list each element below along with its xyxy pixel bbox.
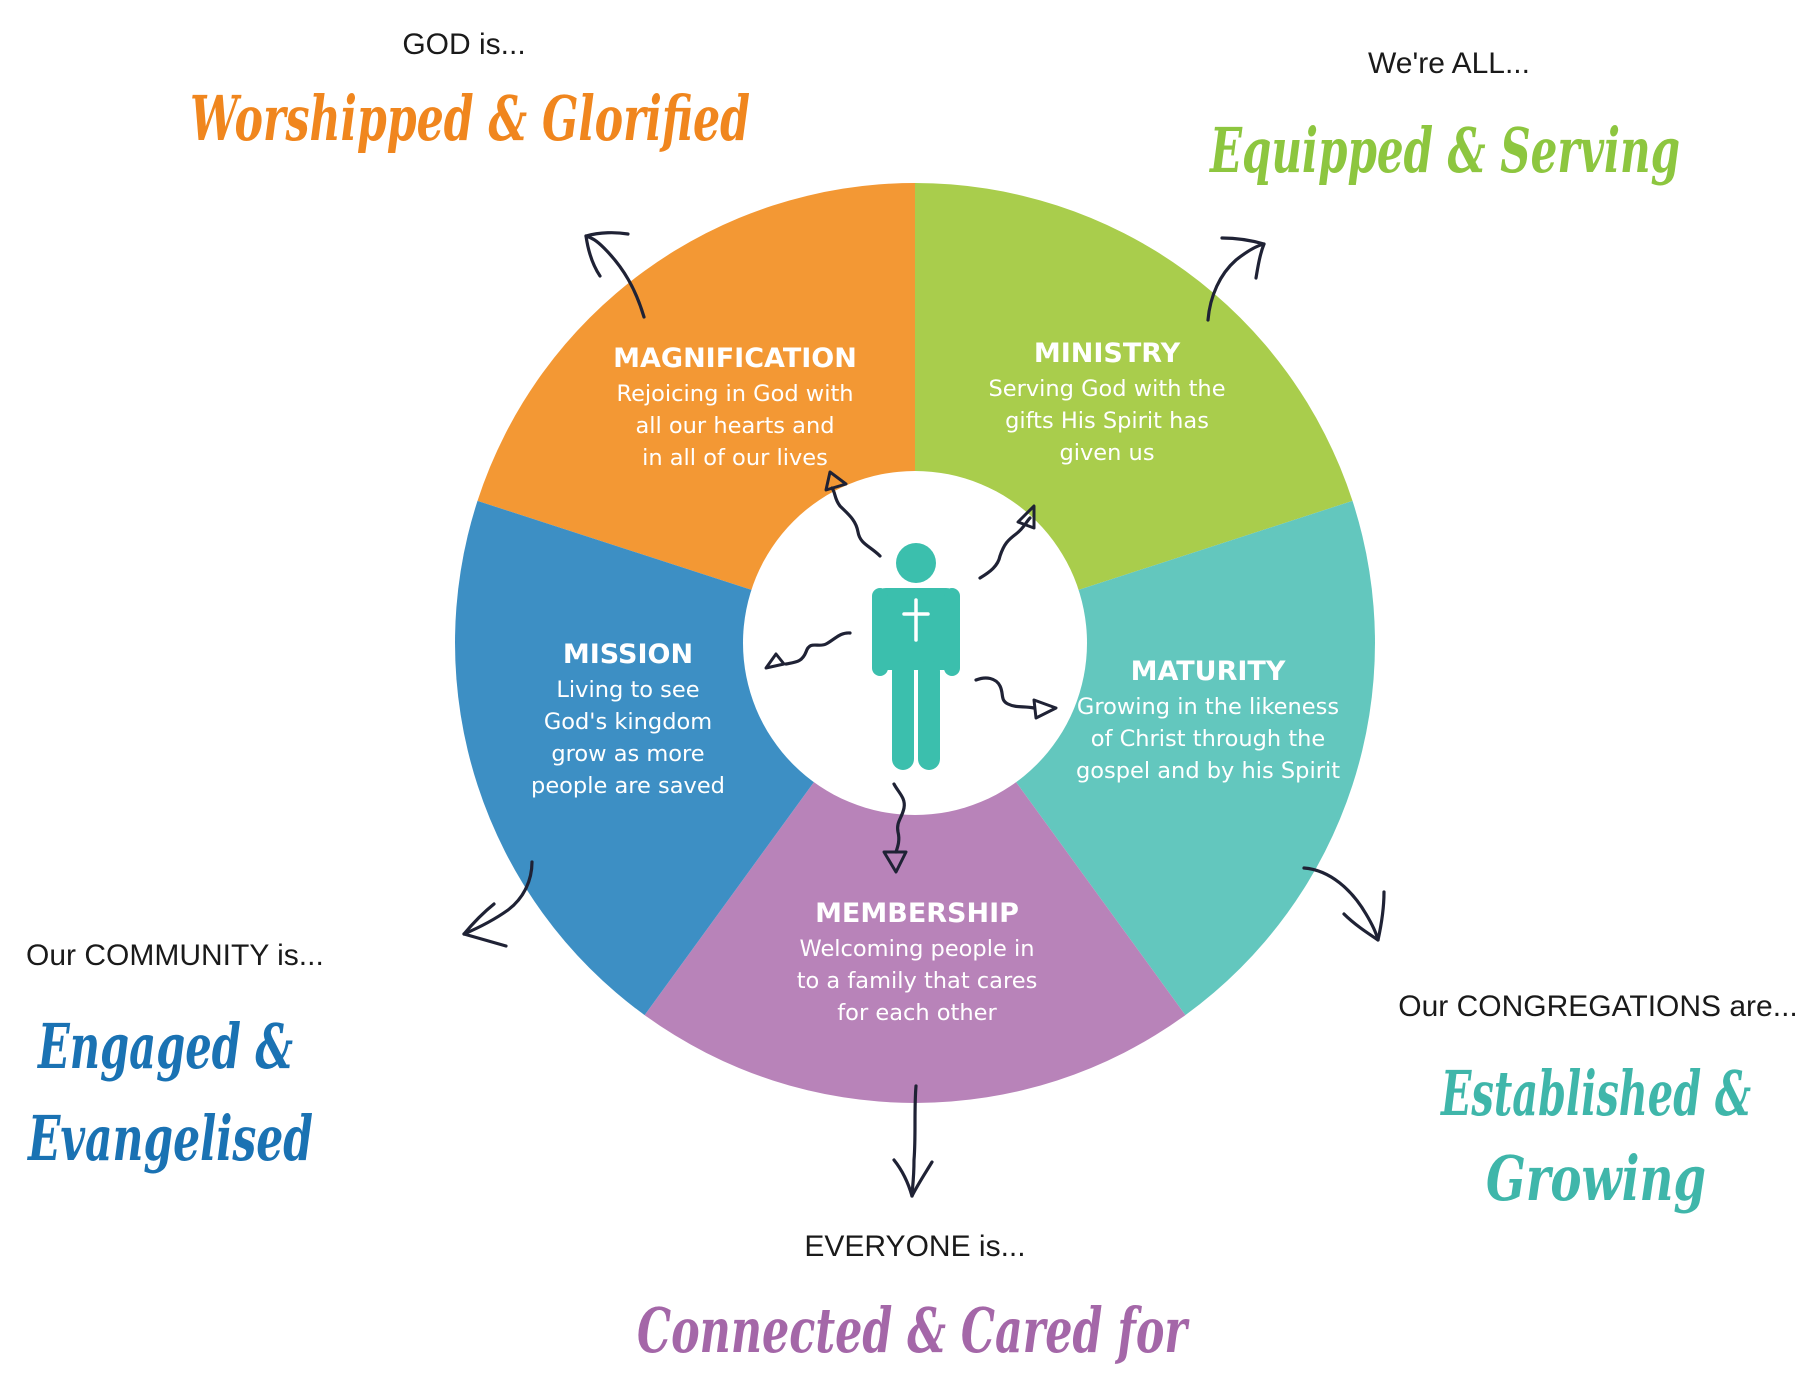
segment-line: gospel and by his Spirit <box>1076 758 1340 784</box>
inner-arrow-up-right <box>978 504 1036 580</box>
segment-line: given us <box>1059 440 1154 466</box>
outcome-phrase-community-1: Engaged & <box>37 1010 293 1083</box>
outcome-lead-congregations: Our CONGREGATIONS are... <box>1398 990 1798 1023</box>
segment-maturity-text: MATURITY Growing in the likeness of Chri… <box>1076 656 1340 784</box>
segment-line: people are saved <box>531 773 725 799</box>
segment-line: gifts His Spirit has <box>1005 408 1209 434</box>
segment-line: to a family that cares <box>797 968 1038 994</box>
outer-arrow-bottom <box>892 1084 934 1198</box>
segment-line: grow as more <box>551 741 704 767</box>
inner-arrow-down <box>882 782 908 874</box>
inner-arrow-right <box>974 676 1058 720</box>
segment-title-ministry: MINISTRY <box>1034 338 1181 369</box>
outcome-lead-community: Our COMMUNITY is... <box>26 939 324 972</box>
inner-arrow-left <box>764 631 852 670</box>
segment-ministry-text: MINISTRY Serving God with the gifts His … <box>988 338 1225 466</box>
segment-title-magnification: MAGNIFICATION <box>613 343 857 374</box>
segment-line: Living to see <box>556 677 699 703</box>
outcome-phrase-congregations-1: Established & <box>1440 1057 1751 1130</box>
segment-title-membership: MEMBERSHIP <box>815 898 1019 929</box>
outcome-congregations: Our CONGREGATIONS are... Established & G… <box>1398 990 1798 1215</box>
outcome-phrase-community-2: Evangelised <box>27 1102 313 1175</box>
outcome-lead-all: We're ALL... <box>1368 47 1530 80</box>
outcome-phrase-everyone: Connected & Cared for <box>637 1294 1190 1367</box>
wheel <box>455 183 1375 1103</box>
segment-membership-text: MEMBERSHIP Welcoming people in to a fami… <box>797 898 1038 1026</box>
outer-arrow-bottom-right <box>1302 866 1386 942</box>
outcome-phrase-all: Equipped & Serving <box>1209 114 1680 187</box>
segment-line: in all of our lives <box>642 445 828 471</box>
segment-line: for each other <box>837 1000 997 1026</box>
segment-line: God's kingdom <box>544 709 712 735</box>
outcome-god: GOD is... Worshipped & Glorified <box>190 28 750 155</box>
person-with-cross-icon <box>872 543 960 770</box>
segment-magnification-text: MAGNIFICATION Rejoicing in God with all … <box>613 343 857 471</box>
segment-line: of Christ through the <box>1091 726 1326 752</box>
inner-arrows <box>764 470 1058 874</box>
outer-arrow-bottom-left <box>462 860 534 948</box>
outcome-lead-everyone: EVERYONE is... <box>804 1230 1025 1263</box>
outcome-everyone: EVERYONE is... Connected & Cared for <box>637 1230 1190 1367</box>
outcome-all: We're ALL... Equipped & Serving <box>1209 47 1680 187</box>
outer-arrow-top-right <box>1206 236 1266 322</box>
segment-mission-text: MISSION Living to see God's kingdom grow… <box>531 639 725 799</box>
outcome-phrase-god: Worshipped & Glorified <box>190 82 750 155</box>
outer-arrow-top-left <box>584 231 646 319</box>
segment-title-maturity: MATURITY <box>1131 656 1286 687</box>
segment-line: Growing in the likeness <box>1077 694 1339 720</box>
segment-line: Welcoming people in <box>800 936 1035 962</box>
segment-membership <box>644 643 1186 1103</box>
outcome-phrase-congregations-2: Growing <box>1486 1142 1706 1215</box>
segment-title-mission: MISSION <box>563 639 693 670</box>
outcome-lead-god: GOD is... <box>402 28 525 61</box>
segment-line: Serving God with the <box>988 376 1225 402</box>
segment-line: Rejoicing in God with <box>616 381 853 407</box>
segment-line: all our hearts and <box>635 413 834 439</box>
outcome-community: Our COMMUNITY is... Engaged & Evangelise… <box>26 939 324 1175</box>
inner-arrow-up-left <box>824 470 882 558</box>
outer-arrows <box>462 231 1386 1198</box>
